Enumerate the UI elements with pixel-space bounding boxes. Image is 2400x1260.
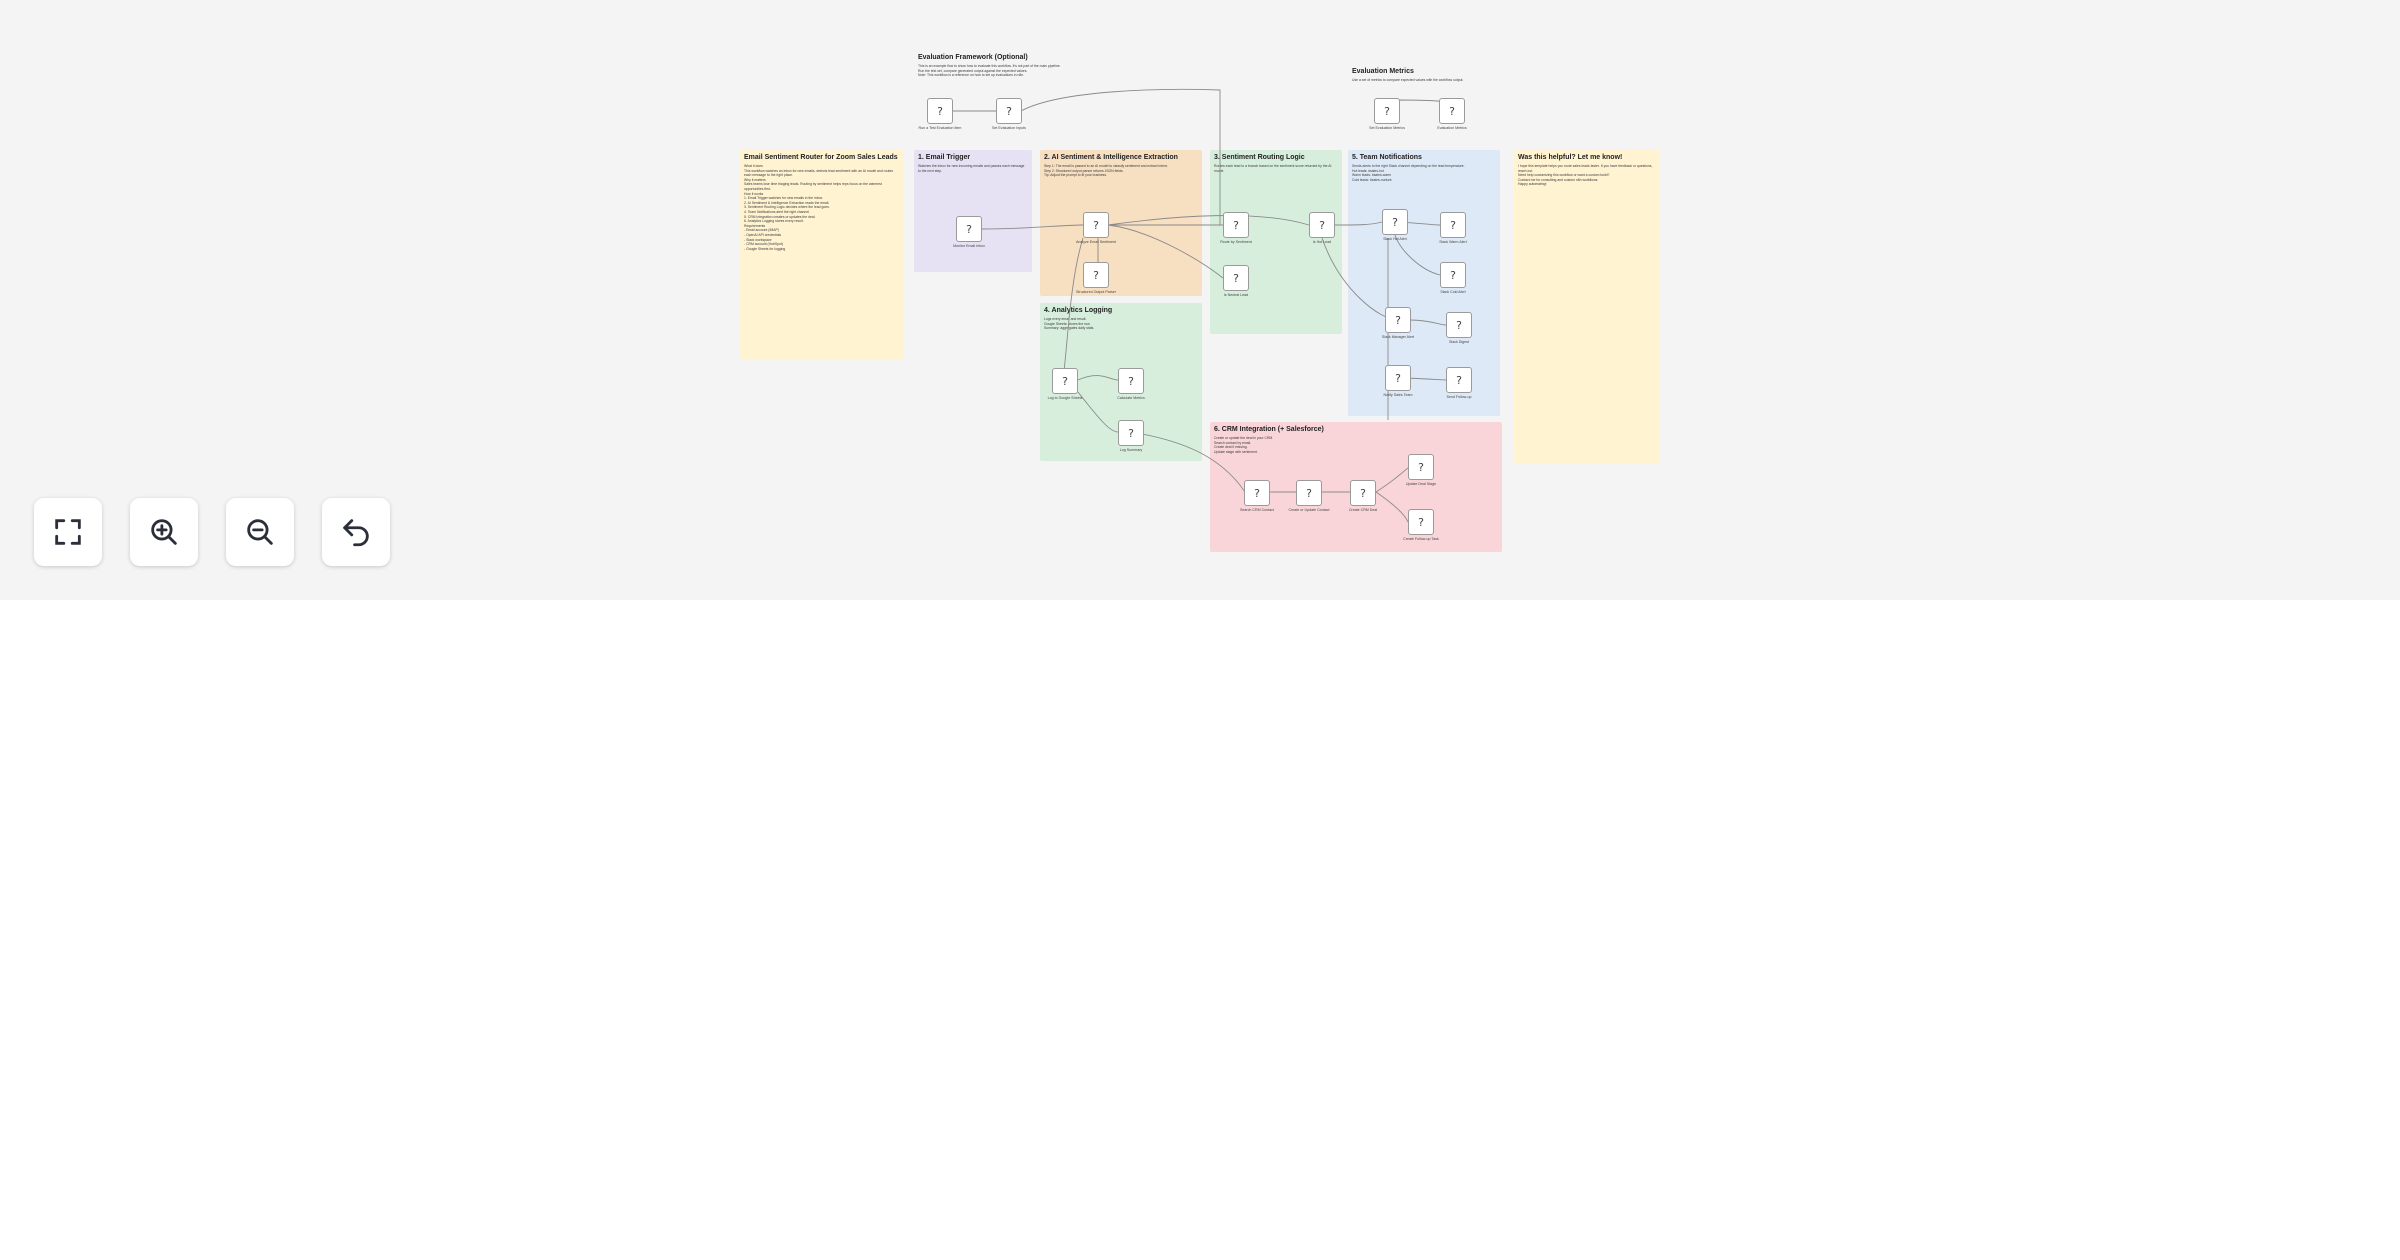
workflow-node[interactable]: ? [1244, 480, 1270, 506]
note-evaluation-metrics[interactable]: Evaluation Metrics Use a set of metrics … [1348, 64, 1500, 144]
fit-view-button[interactable] [34, 498, 102, 566]
workflow-node[interactable]: ? [1446, 367, 1472, 393]
note-title: Evaluation Framework (Optional) [918, 54, 1028, 61]
note-text: Step 1: The email is passed to an AI mod… [1044, 164, 1168, 178]
note-text: Sends alerts to the right Slack channel … [1352, 164, 1465, 182]
note-text: What it does This workflow watches an in… [744, 164, 894, 251]
node-label: Slack Hot Alert [1383, 237, 1407, 241]
note-title: 6. CRM Integration (+ Salesforce) [1214, 426, 1324, 433]
node-label: Create CRM Deal [1348, 508, 1378, 512]
workflow-node[interactable]: ? [1223, 212, 1249, 238]
note-text: Logs every email and result. Google Shee… [1044, 317, 1095, 331]
workflow-node[interactable]: ? [1052, 368, 1078, 394]
node-label: Is Neutral Lead [1223, 293, 1249, 297]
fit-to-view-icon [55, 519, 81, 545]
workflow-node[interactable]: ? [1374, 98, 1400, 124]
note-title: 2. AI Sentiment & Intelligence Extractio… [1044, 154, 1178, 161]
node-label: Is Hot Lead [1312, 240, 1332, 244]
workflow-node[interactable]: ? [1118, 420, 1144, 446]
workflow-node[interactable]: ? [927, 98, 953, 124]
node-label: Log to Google Sheets [1047, 396, 1083, 400]
undo-icon [343, 519, 369, 547]
zoom-out-button[interactable] [226, 498, 294, 566]
node-label: Set Evaluation Inputs [992, 126, 1026, 130]
workflow-node[interactable]: ? [1382, 209, 1408, 235]
note-evaluation-framework[interactable]: Evaluation Framework (Optional) This is … [914, 50, 1096, 140]
note-routing[interactable]: 3. Sentiment Routing Logic Routes each l… [1210, 150, 1342, 334]
node-label: Run a Test Evaluation Item [918, 126, 962, 130]
node-label: Calculate Metrics [1117, 396, 1145, 400]
node-label: Route by Sentiment [1220, 240, 1252, 244]
node-label: Slack Warm Alert [1439, 240, 1467, 244]
workflow-node[interactable]: ? [1440, 212, 1466, 238]
node-label: Analyze Email Sentiment [1076, 240, 1116, 244]
workflow-node[interactable]: ? [1223, 265, 1249, 291]
node-label: Slack Cold Alert [1440, 290, 1466, 294]
note-text: Watches the inbox for new incoming email… [918, 164, 1025, 173]
note-title: Was this helpful? Let me know! [1518, 154, 1623, 161]
node-label: Send Follow-up [1446, 395, 1472, 399]
note-title: 5. Team Notifications [1352, 154, 1422, 161]
workflow-node[interactable]: ? [1446, 312, 1472, 338]
workflow-node[interactable]: ? [1083, 212, 1109, 238]
node-label: Notify Sales Team [1383, 393, 1413, 397]
note-title: 3. Sentiment Routing Logic [1214, 154, 1305, 161]
node-label: Search CRM Contact [1240, 508, 1274, 512]
zoom-out-icon [247, 519, 273, 545]
note-team-notifications[interactable]: 5. Team Notifications Sends alerts to th… [1348, 150, 1500, 416]
workflow-canvas[interactable]: Evaluation Framework (Optional) This is … [0, 0, 2400, 600]
undo-button[interactable] [322, 498, 390, 566]
note-title: Evaluation Metrics [1352, 68, 1414, 75]
workflow-node[interactable]: ? [1083, 262, 1109, 288]
note-title: 4. Analytics Logging [1044, 307, 1113, 314]
workflow-node[interactable]: ? [1350, 480, 1376, 506]
workflow-node[interactable]: ? [956, 216, 982, 242]
note-helpful[interactable]: Was this helpful? Let me know! I hope th… [1514, 150, 1660, 464]
workflow-node[interactable]: ? [1118, 368, 1144, 394]
node-label: Slack Manager Alert [1381, 335, 1415, 339]
workflow-node[interactable]: ? [1439, 98, 1465, 124]
node-label: Structured Output Parser [1076, 290, 1116, 294]
workflow-node[interactable]: ? [1296, 480, 1322, 506]
workflow-node[interactable]: ? [1385, 365, 1411, 391]
note-text: Create or update the deal in your CRM. S… [1214, 436, 1274, 454]
zoom-in-icon [151, 519, 177, 545]
node-label: Create or Update Contact [1288, 508, 1330, 512]
workflow-node[interactable]: ? [1309, 212, 1335, 238]
note-text: Use a set of metrics to compare expected… [1352, 78, 1464, 82]
workflow-node[interactable]: ? [1385, 307, 1411, 333]
node-label: Monitor Email Inbox [953, 244, 985, 248]
zoom-in-button[interactable] [130, 498, 198, 566]
workflow-node[interactable]: ? [1440, 262, 1466, 288]
node-label: Set Evaluation Metrics [1369, 126, 1405, 130]
workflow-node[interactable]: ? [996, 98, 1022, 124]
note-text: This is an example flow to show how to e… [918, 64, 1061, 78]
note-intro[interactable]: Email Sentiment Router for Zoom Sales Le… [740, 150, 904, 360]
workflow-node[interactable]: ? [1408, 454, 1434, 480]
note-text: I hope this template helps you route sal… [1518, 164, 1653, 187]
node-label: Create Follow-up Task [1403, 537, 1439, 541]
note-title: Email Sentiment Router for Zoom Sales Le… [744, 154, 898, 161]
note-title: 1. Email Trigger [918, 154, 971, 161]
node-label: Update Deal Stage [1405, 482, 1437, 486]
node-label: Slack Digest [1449, 340, 1469, 344]
workflow-node[interactable]: ? [1408, 509, 1434, 535]
node-label: Log Summary [1119, 448, 1143, 452]
note-ai-extraction[interactable]: 2. AI Sentiment & Intelligence Extractio… [1040, 150, 1202, 296]
note-email-trigger[interactable]: 1. Email Trigger Watches the inbox for n… [914, 150, 1032, 272]
node-label: Evaluation Metrics [1437, 126, 1467, 130]
note-text: Routes each lead to a branch based on th… [1214, 164, 1332, 173]
